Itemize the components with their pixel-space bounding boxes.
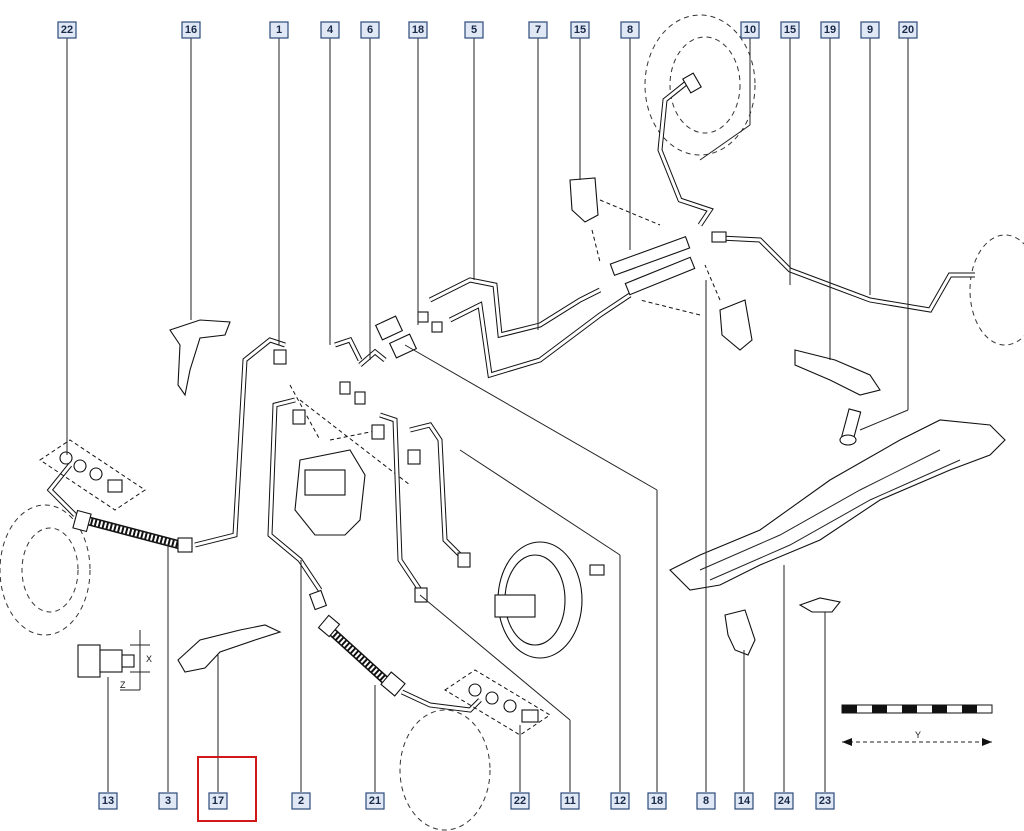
- callout-9-text: 9: [867, 24, 873, 36]
- abs-unit: [289, 384, 411, 536]
- scale-bar: [841, 704, 993, 746]
- callout-20-text: 20: [902, 24, 914, 36]
- wheel-outline-bottom-left: [399, 709, 491, 831]
- callout-11-text: 11: [564, 795, 576, 807]
- leader-lines: [66, 38, 909, 792]
- bracket-19: [794, 349, 881, 396]
- bracket-15-top: [569, 177, 661, 263]
- bracket-15-lower: [639, 264, 753, 351]
- callout-15-top-text: 15: [574, 24, 586, 36]
- callout-8-bottom-text: 8: [703, 795, 709, 807]
- underbody-shield-24: [669, 419, 1006, 591]
- callout-10-text: 10: [744, 24, 756, 36]
- callout-17: 17: [208, 792, 228, 810]
- callout-12: 12: [610, 792, 630, 810]
- callout-22-bottom: 22: [510, 792, 530, 810]
- callout-1: 1: [269, 21, 289, 39]
- wheel-outline-top-right: [644, 14, 756, 156]
- callout-19-text: 19: [824, 24, 836, 36]
- callout-2-text: 2: [298, 795, 304, 807]
- highlight-box-17: [197, 756, 257, 822]
- callout-19: 19: [820, 21, 840, 39]
- callout-7-text: 7: [535, 24, 541, 36]
- callout-13: 13: [98, 792, 118, 810]
- callout-23-text: 23: [819, 795, 831, 807]
- callout-10: 10: [740, 21, 760, 39]
- connectors-18: [374, 311, 443, 359]
- screw-20: [839, 408, 862, 446]
- callout-15-top: 15: [570, 21, 590, 39]
- callout-8-top: 8: [620, 21, 640, 39]
- callout-1-text: 1: [276, 24, 282, 36]
- callout-15-top2-text: 15: [784, 24, 796, 36]
- callout-5: 5: [464, 21, 484, 39]
- callout-8-bottom: 8: [696, 792, 716, 810]
- callout-16-text: 16: [185, 24, 197, 36]
- callout-20: 20: [898, 21, 918, 39]
- callout-4: 4: [320, 21, 340, 39]
- callout-8-top-text: 8: [627, 24, 633, 36]
- bracket-16: [169, 319, 231, 397]
- wheel-outline-left: [0, 504, 91, 636]
- callout-16: 16: [181, 21, 201, 39]
- callout-15-top2: 15: [780, 21, 800, 39]
- callout-11: 11: [560, 792, 580, 810]
- union-8-lower: [624, 256, 696, 296]
- callout-18-top: 18: [408, 21, 428, 39]
- dim-z-letter: Z: [120, 680, 126, 690]
- callout-6-text: 6: [367, 24, 373, 36]
- callout-18-top-text: 18: [412, 24, 424, 36]
- callout-2: 2: [291, 792, 311, 810]
- callout-18-bottom: 18: [647, 792, 667, 810]
- callout-14: 14: [734, 792, 754, 810]
- callout-24-text: 24: [778, 795, 791, 807]
- callout-14-text: 14: [738, 795, 751, 807]
- dim-y-letter: Y: [915, 730, 921, 740]
- brake-booster: [494, 541, 605, 659]
- dim-x-letter: X: [146, 654, 152, 664]
- callout-4-text: 4: [327, 24, 334, 36]
- callout-23: 23: [815, 792, 835, 810]
- callout-22-top-text: 22: [61, 24, 73, 36]
- callout-24: 24: [774, 792, 794, 810]
- union-8-upper: [609, 235, 691, 277]
- clip-14: [724, 609, 756, 656]
- callout-5-text: 5: [471, 24, 477, 36]
- wheel-outline-right: [969, 234, 1024, 346]
- callout-22-bottom-text: 22: [514, 795, 526, 807]
- callout-7: 7: [528, 21, 548, 39]
- callout-21-text: 21: [369, 795, 381, 807]
- callout-12-text: 12: [614, 795, 626, 807]
- callout-3-text: 3: [165, 795, 171, 807]
- callout-6: 6: [360, 21, 380, 39]
- callout-13-text: 13: [102, 795, 114, 807]
- callout-22-top: 22: [57, 21, 77, 39]
- callout-21: 21: [365, 792, 385, 810]
- callout-18-bottom-text: 18: [651, 795, 663, 807]
- fitting-13: [77, 630, 150, 691]
- clip-23: [798, 597, 841, 613]
- callouts-top: 22 16 1 4 6 18 5 7 15 8 10 15 19 9 20: [57, 21, 918, 39]
- bracket-17: [177, 624, 282, 673]
- callout-3: 3: [158, 792, 178, 810]
- washer-set-22-bottom: [444, 669, 551, 736]
- callout-9: 9: [860, 21, 880, 39]
- callout-17-text: 17: [212, 795, 224, 807]
- washer-set-22-top: [39, 439, 146, 511]
